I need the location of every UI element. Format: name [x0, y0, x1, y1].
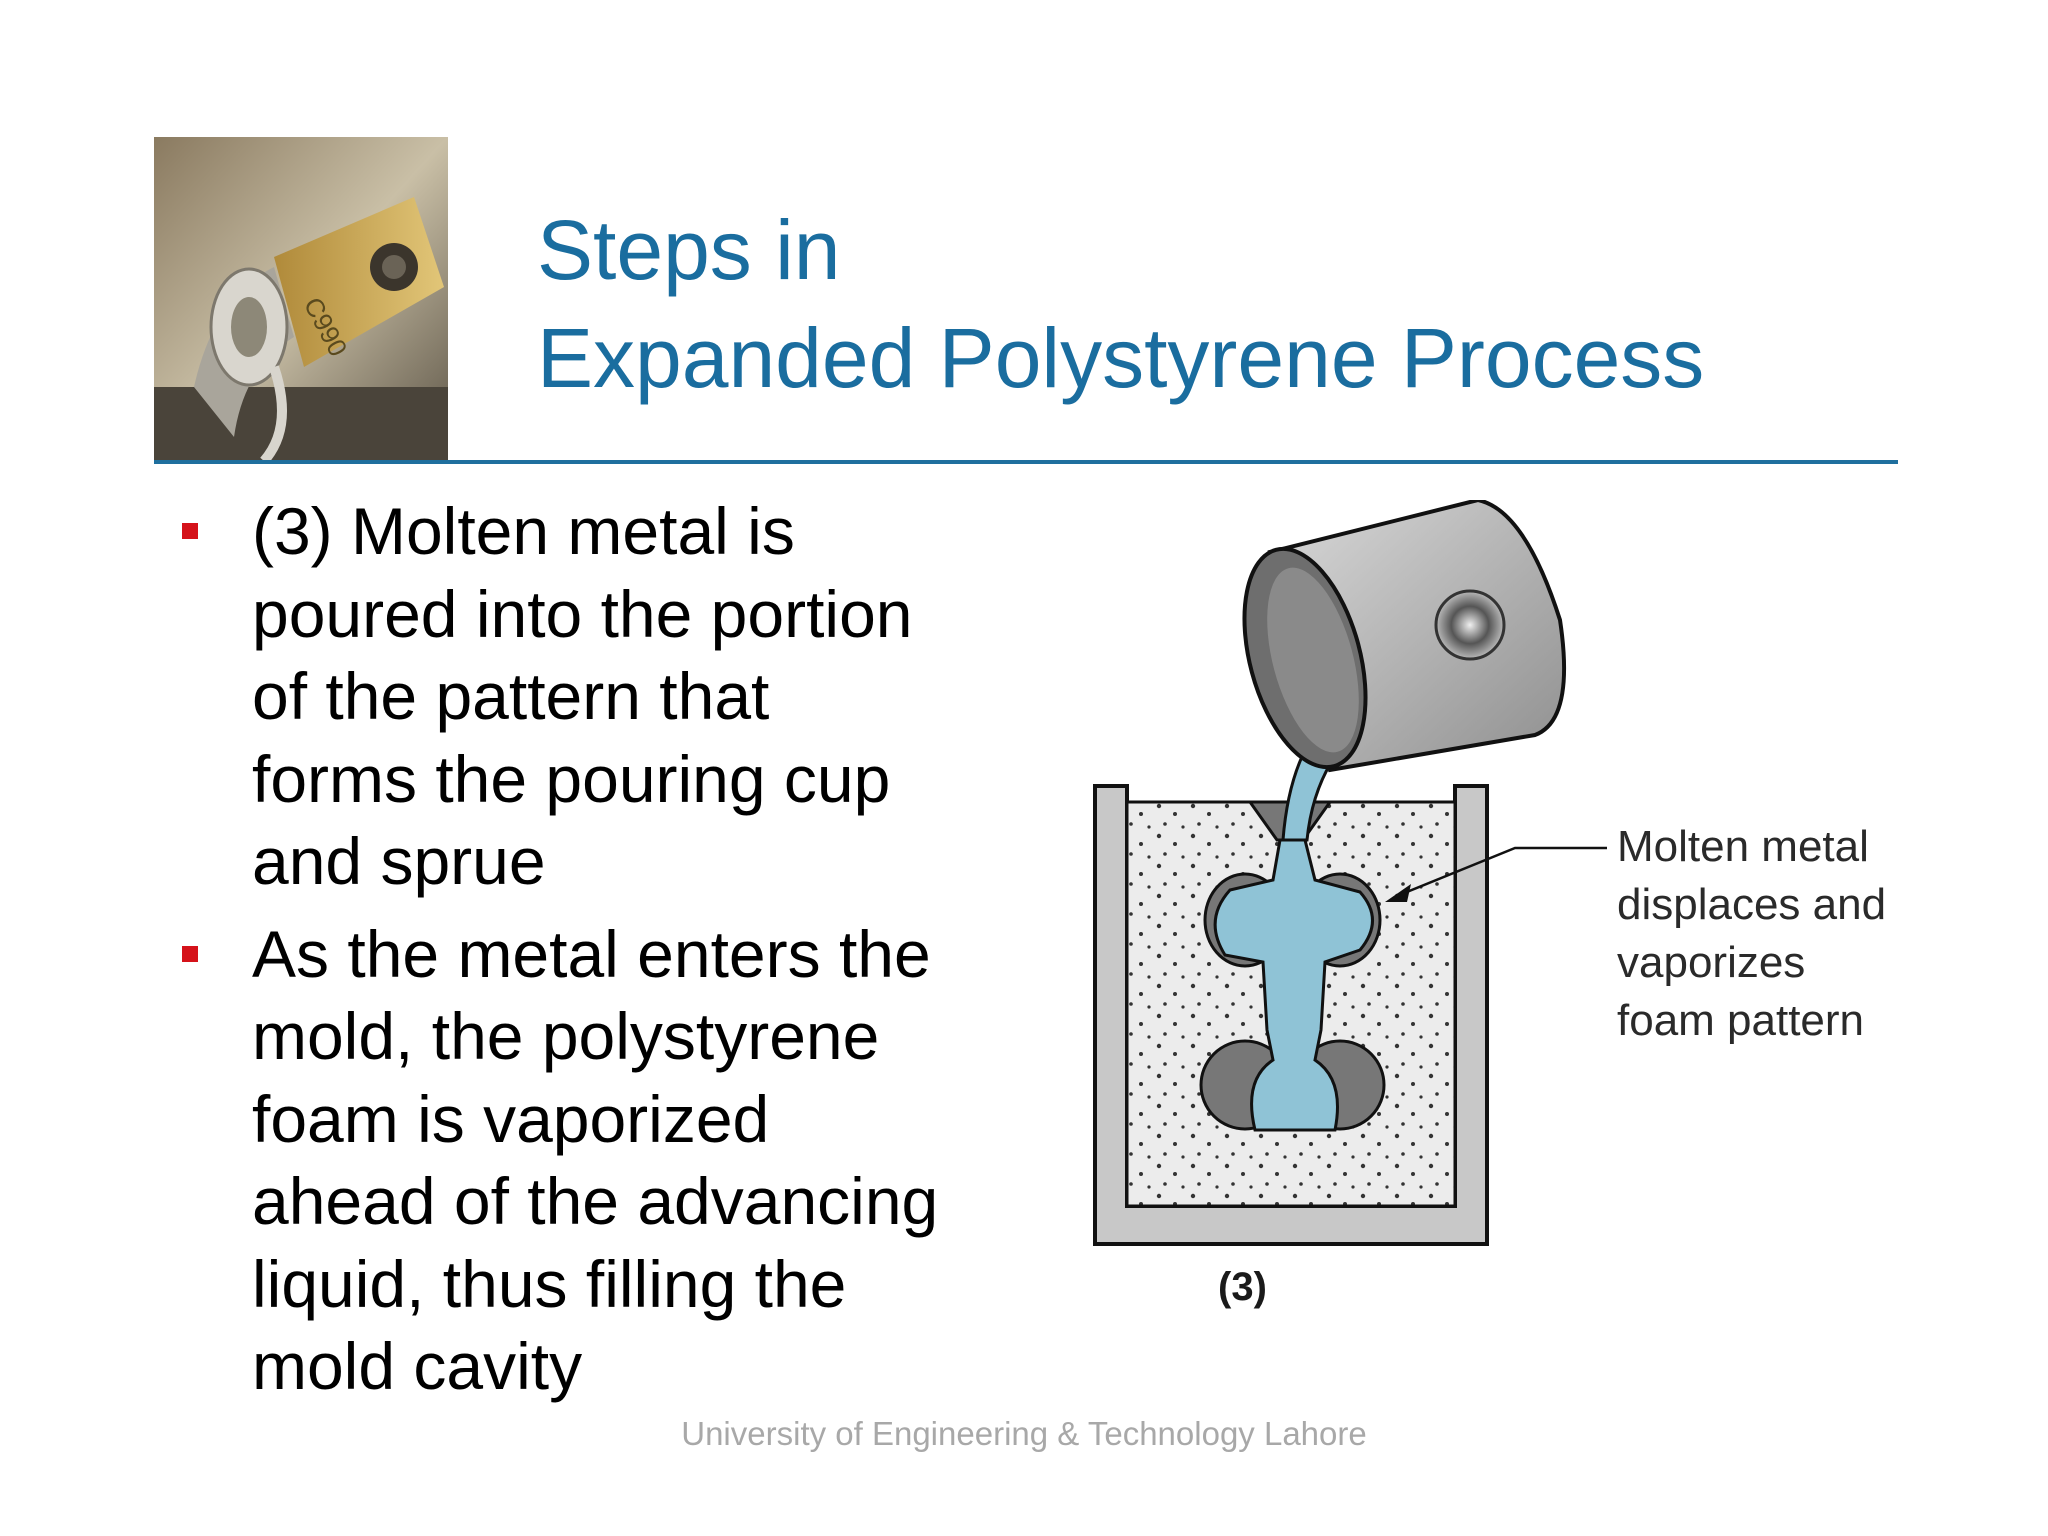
square-bullet-icon [182, 946, 198, 962]
bullet-list: (3) Molten metal is poured into the port… [180, 490, 1040, 1418]
bullet-line: mold, the polystyrene [252, 995, 1040, 1078]
footer-institution: University of Engineering & Technology L… [0, 1415, 2048, 1453]
bullet-line: foam is vaporized [252, 1078, 1040, 1161]
square-bullet-icon [182, 523, 198, 539]
bullet-line: of the pattern that [252, 655, 1040, 738]
bullet-line: poured into the portion [252, 573, 1040, 656]
slide-title: Steps in Expanded Polystyrene Process [537, 196, 1704, 412]
figure-annotation: Molten metal displaces and vaporizes foa… [1617, 818, 1886, 1050]
header-photo: C990 [154, 137, 448, 461]
bullet-item: (3) Molten metal is poured into the port… [180, 490, 1040, 903]
bullet-line: and sprue [252, 820, 1040, 903]
figure-label: (3) [1218, 1265, 1267, 1310]
bullet-line: liquid, thus filling the [252, 1243, 1040, 1326]
title-line: Steps in [537, 196, 1704, 304]
annotation-line: foam pattern [1617, 992, 1886, 1050]
title-divider [154, 460, 1898, 464]
annotation-line: vaporizes [1617, 934, 1886, 992]
pouring-ladle [1223, 500, 1564, 780]
annotation-line: displaces and [1617, 876, 1886, 934]
bullet-line: forms the pouring cup [252, 738, 1040, 821]
bullet-line: (3) Molten metal is [252, 490, 1040, 573]
bullet-line: mold cavity [252, 1325, 1040, 1408]
bullet-item: As the metal enters the mold, the polyst… [180, 913, 1040, 1408]
annotation-line: Molten metal [1617, 818, 1886, 876]
title-line: Expanded Polystyrene Process [537, 304, 1704, 412]
bullet-line: As the metal enters the [252, 913, 1040, 996]
bullet-line: ahead of the advancing [252, 1160, 1040, 1243]
